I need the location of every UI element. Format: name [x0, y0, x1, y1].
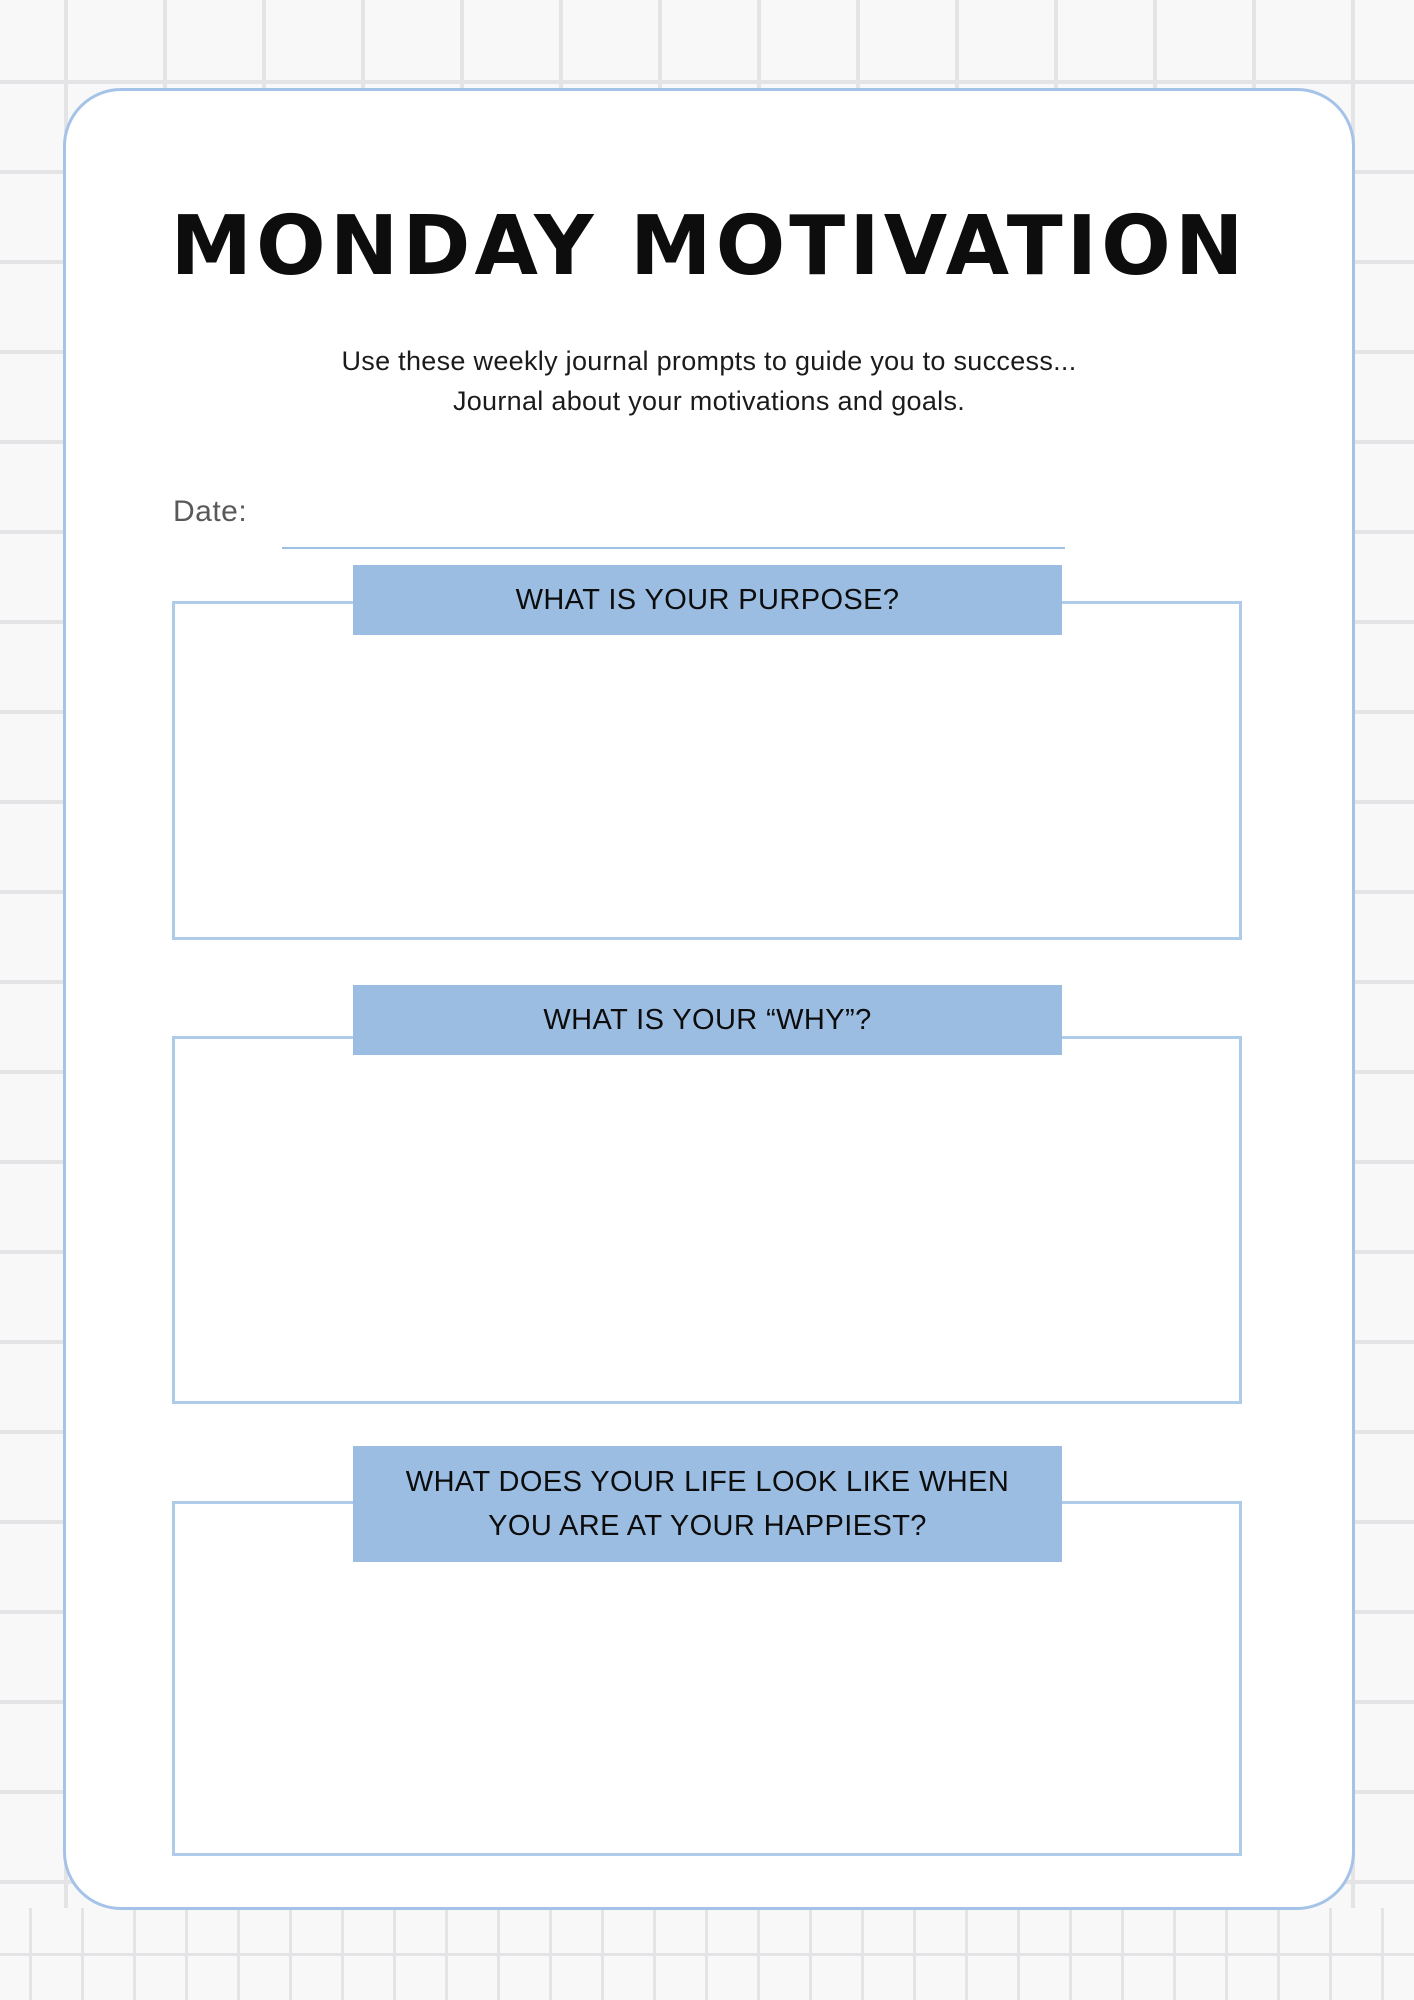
prompt-heading-line-2: YOU ARE AT YOUR HAPPIEST?: [488, 1510, 927, 1542]
answer-box-purpose[interactable]: [172, 601, 1242, 940]
prompt-heading-band-purpose: WHAT IS YOUR PURPOSE?: [353, 565, 1062, 635]
subtitle-line-2: Journal about your motivations and goals…: [452, 386, 966, 416]
answer-box-why[interactable]: [172, 1036, 1242, 1404]
date-input[interactable]: [282, 493, 1065, 549]
prompt-heading-band-why: WHAT IS YOUR “WHY”?: [353, 985, 1062, 1055]
grid-background-fine: [0, 1908, 1414, 2000]
prompt-heading: WHAT DOES YOUR LIFE LOOK LIKE WHEN: [405, 1466, 1010, 1498]
page-title: MONDAY MOTIVATION: [170, 198, 1248, 294]
prompt-heading-band-happiest: WHAT DOES YOUR LIFE LOOK LIKE WHEN YOU A…: [353, 1446, 1062, 1562]
prompt-heading: WHAT IS YOUR PURPOSE?: [515, 584, 900, 616]
subtitle-line-1: Use these weekly journal prompts to guid…: [341, 346, 1077, 376]
worksheet-card: MONDAY MOTIVATION Use these weekly journ…: [63, 88, 1355, 1910]
subtitle: Use these weekly journal prompts to guid…: [66, 341, 1352, 421]
prompt-heading: WHAT IS YOUR “WHY”?: [543, 1004, 872, 1036]
date-label: Date:: [173, 495, 248, 528]
